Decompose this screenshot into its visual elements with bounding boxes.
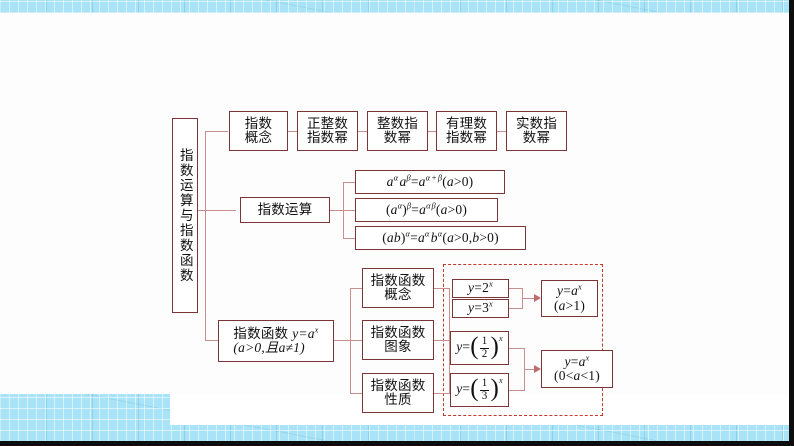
connector-ex3x-out: [509, 308, 523, 310]
node-positive-integer-power-label: 正整数 指数幂: [306, 115, 349, 145]
connector-root-to-operations: [205, 210, 236, 212]
connector-ops-rule-2: [343, 210, 355, 212]
connector-aspect3-to-group: [434, 393, 450, 395]
connector-aspect1-to-group: [434, 288, 450, 290]
connector-exhalf-out: [509, 348, 525, 350]
arrow-growth: [534, 294, 541, 302]
node-example-3-to-x[interactable]: y=3x: [452, 299, 509, 318]
connector-func-aspect-1: [350, 288, 362, 290]
connector-ex2x-out: [509, 288, 523, 290]
node-rule-power[interactable]: (aα)β=aα β(a>0): [355, 198, 498, 222]
connector-func-aspect-2: [350, 340, 362, 342]
node-rational-power-label: 有理数 指数幂: [445, 115, 488, 145]
node-exponential-function-label: 指数函数 y=ax (a>0,且a≠1): [233, 325, 319, 355]
node-example-3-to-x-text: y=3x: [468, 299, 493, 316]
connector-chain-1: [288, 131, 297, 133]
node-result-growth[interactable]: y=ax (a>1): [541, 280, 598, 317]
connector-ops-rule-1: [343, 182, 355, 184]
node-integer-power-label: 整数指 数幂: [376, 115, 419, 145]
node-rule-product[interactable]: aα aβ=aα + β(a>0): [355, 170, 505, 194]
connector-func-aspect-3: [350, 393, 362, 395]
connector-chain-3: [428, 131, 436, 133]
connector-aspect2-to-group: [434, 340, 450, 342]
node-exponent-operations-label: 指数运算: [257, 201, 313, 217]
node-result-decay[interactable]: y=ax (0<a<1): [541, 350, 613, 388]
connector-func-out: [334, 340, 351, 342]
node-rule-mult-text: (ab)α=aα bα(a>0,b>0): [382, 229, 499, 245]
node-function-property-label: 指数函数 性质: [370, 377, 426, 407]
node-exponent-concept[interactable]: 指数 概念: [229, 111, 288, 151]
connector-root-to-function: [205, 340, 218, 342]
node-rule-product-text: aα aβ=aα + β(a>0): [386, 173, 474, 189]
node-exponent-operations[interactable]: 指数运算: [240, 197, 330, 223]
node-real-power-label: 实数指 数幂: [515, 115, 558, 145]
node-integer-power[interactable]: 整数指 数幂: [367, 111, 428, 151]
node-positive-integer-power[interactable]: 正整数 指数幂: [297, 111, 358, 151]
root-node[interactable]: 指数运算与指数函数: [172, 118, 198, 313]
node-rational-power[interactable]: 有理数 指数幂: [436, 111, 497, 151]
node-exponential-function[interactable]: 指数函数 y=ax (a>0,且a≠1): [218, 320, 334, 362]
connector-root-spine: [205, 131, 207, 340]
connector-chain-4: [497, 131, 506, 133]
node-rule-mult[interactable]: (ab)α=aα bα(a>0,b>0): [355, 226, 526, 250]
node-function-concept[interactable]: 指数函数 概念: [362, 268, 434, 308]
node-result-growth-text: y=ax (a>1): [553, 282, 586, 313]
root-node-label: 指数运算与指数函数: [177, 148, 193, 283]
arrow-decay: [534, 365, 541, 373]
node-function-graph-label: 指数函数 图象: [370, 324, 426, 354]
node-result-decay-text: y=ax (0<a<1): [554, 353, 600, 383]
node-function-property[interactable]: 指数函数 性质: [362, 373, 434, 413]
node-rule-power-text: (aα)β=aα β(a>0): [385, 201, 468, 217]
connector-ops-out: [330, 210, 344, 212]
node-real-power[interactable]: 实数指 数幂: [506, 111, 567, 151]
node-example-2-to-x[interactable]: y=2x: [452, 279, 509, 298]
connector-exthird-out: [509, 390, 525, 392]
connector-chain-2: [358, 131, 367, 133]
node-function-concept-label: 指数函数 概念: [370, 272, 426, 302]
node-function-graph[interactable]: 指数函数 图象: [362, 320, 434, 360]
node-exponent-concept-label: 指数 概念: [244, 115, 273, 145]
connector-root-to-concept: [205, 131, 228, 133]
connector-ops-rule-3: [343, 238, 355, 240]
node-example-2-to-x-text: y=2x: [468, 279, 493, 296]
